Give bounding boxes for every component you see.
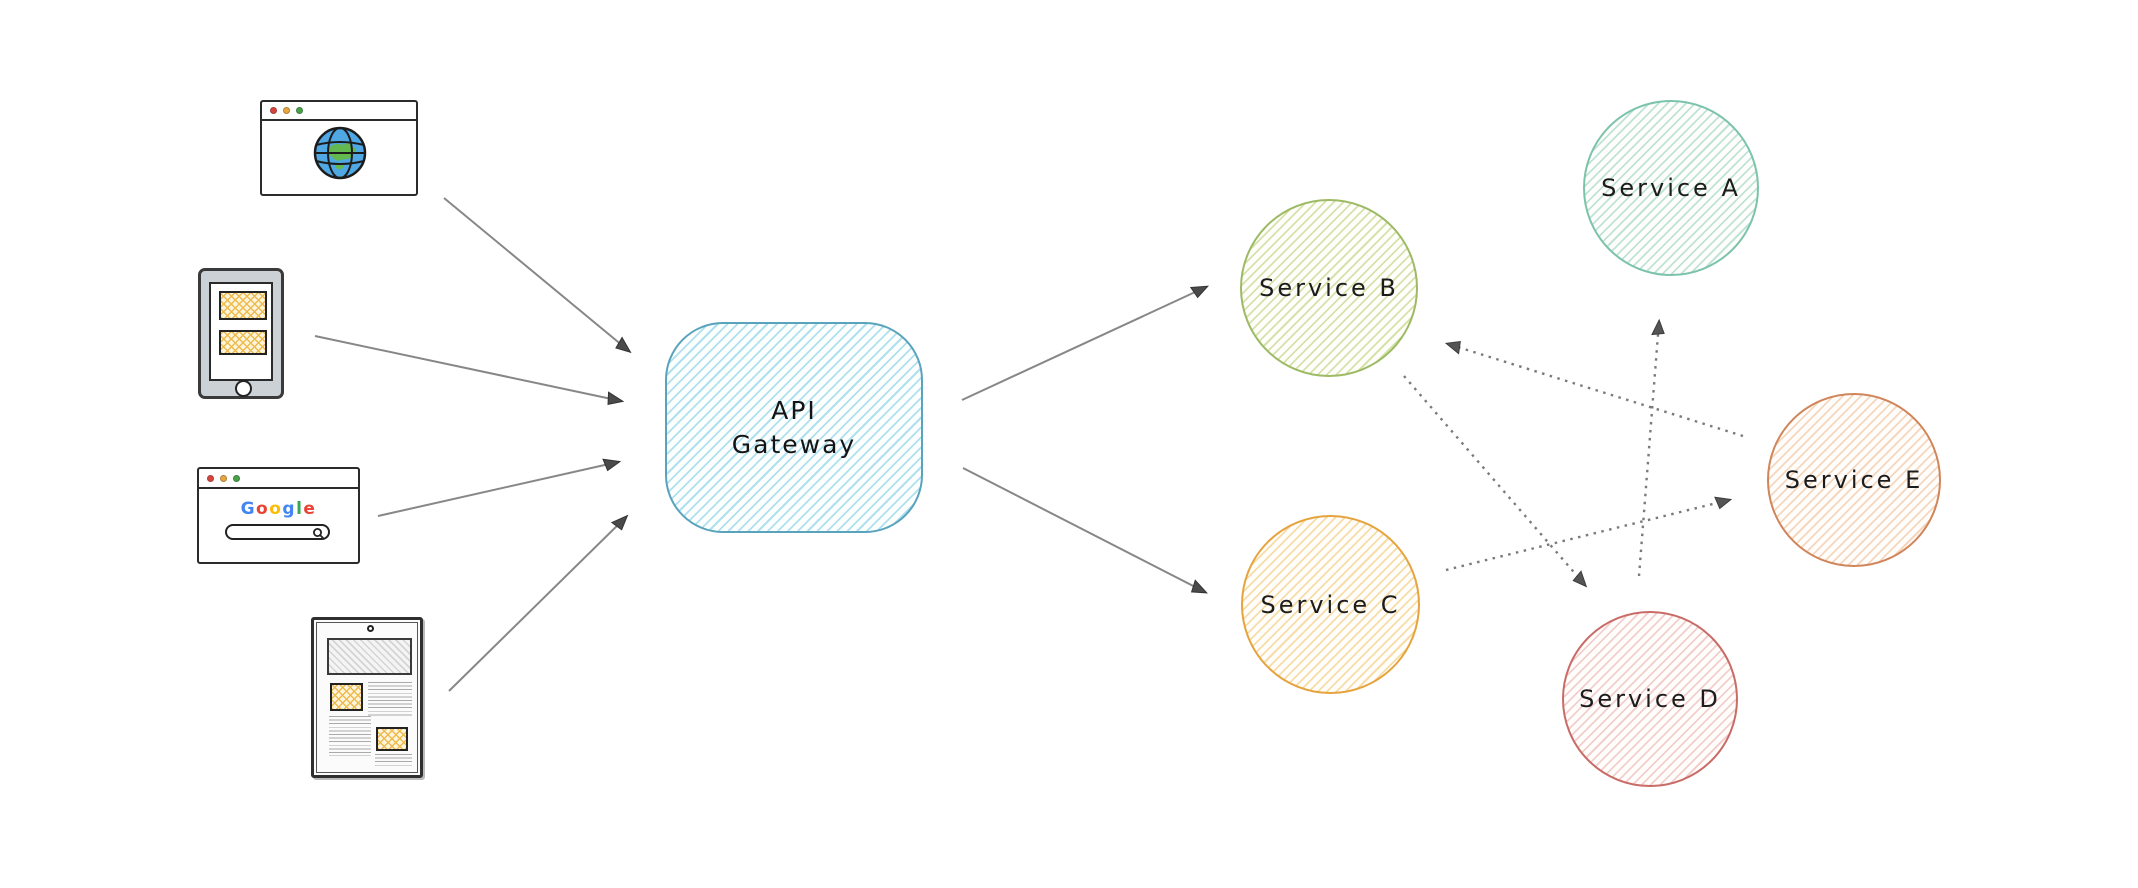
api-gateway-node: API Gateway	[665, 322, 923, 533]
tablet-camera-icon	[367, 625, 374, 632]
arrow-web-browser-to-gateway	[443, 197, 632, 354]
traffic-light-yellow-icon	[283, 107, 290, 114]
service-c-label: Service C	[1260, 590, 1401, 619]
tablet-header-image	[327, 638, 412, 675]
arrow-tablet-to-gateway	[448, 514, 629, 692]
dotted-arrow-service-c-to-service-e	[1445, 496, 1733, 572]
service-a-label: Service A	[1601, 174, 1741, 202]
arrow-mobile-to-gateway	[314, 335, 625, 405]
service-a-node: Service A	[1583, 100, 1759, 276]
traffic-light-yellow-icon	[220, 474, 227, 482]
google-logo-letter: l	[296, 499, 304, 519]
tablet-text-block	[368, 682, 412, 716]
google-logo-letter: e	[303, 499, 317, 519]
service-d-node: Service D	[1562, 611, 1738, 787]
phone-content-block	[219, 291, 267, 320]
phone-content-block	[219, 330, 267, 355]
dotted-arrow-service-b-to-service-d	[1403, 375, 1588, 588]
api-gateway-label: API Gateway	[731, 395, 857, 459]
traffic-light-red-icon	[207, 474, 214, 482]
tablet-image-block	[330, 683, 363, 711]
search-input[interactable]	[225, 524, 330, 540]
tablet-client	[311, 617, 423, 778]
phone-screen	[209, 282, 273, 381]
phone-home-button-icon	[235, 380, 252, 397]
browser-titlebar	[199, 469, 358, 489]
search-icon	[313, 528, 325, 540]
dotted-arrow-service-e-to-service-b	[1444, 340, 1744, 438]
web-browser-client	[260, 100, 418, 196]
tablet-image-block	[376, 727, 408, 751]
google-logo-letter: o	[269, 499, 283, 519]
google-logo: Google	[199, 499, 358, 519]
traffic-light-green-icon	[296, 107, 303, 114]
google-logo-letter: g	[282, 499, 297, 519]
mobile-client	[198, 268, 284, 399]
tablet-text-block	[375, 754, 412, 768]
dotted-arrow-service-d-to-service-a	[1637, 318, 1665, 577]
traffic-light-red-icon	[270, 107, 277, 114]
globe-icon	[313, 126, 367, 180]
arrow-gateway-to-service-c	[962, 467, 1208, 594]
google-browser-client: Google	[197, 467, 360, 564]
tablet-text-block	[329, 716, 371, 756]
service-e-node: Service E	[1767, 393, 1941, 567]
google-logo-letter: G	[240, 499, 257, 519]
service-e-label: Service E	[1784, 466, 1924, 494]
arrow-google-browser-to-gateway	[377, 458, 622, 517]
service-b-label: Service B	[1259, 274, 1399, 302]
service-d-label: Service D	[1579, 685, 1721, 713]
traffic-light-green-icon	[233, 474, 240, 482]
browser-titlebar	[262, 102, 416, 121]
service-c-node: Service C	[1241, 515, 1420, 694]
tablet-frame	[316, 622, 418, 773]
google-logo-letter: o	[256, 499, 270, 519]
service-b-node: Service B	[1240, 199, 1418, 377]
arrow-gateway-to-service-b	[961, 285, 1210, 401]
